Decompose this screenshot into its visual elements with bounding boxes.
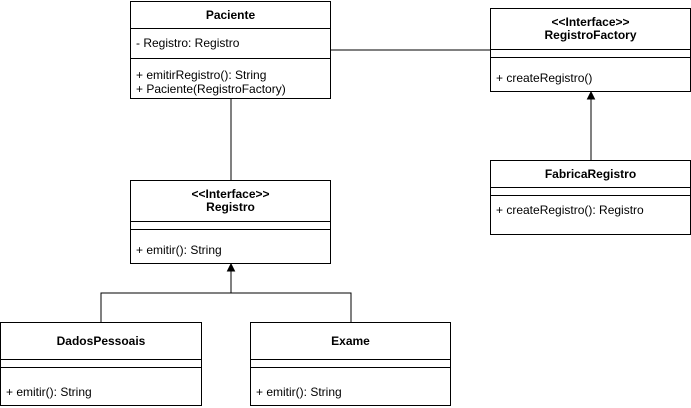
interface-registro-stereotype: <<Interface>> <box>191 187 270 201</box>
interface-registrofactory-stereotype: <<Interface>> <box>551 15 630 29</box>
interface-registro-methods: + emitir(): String <box>131 229 330 263</box>
class-fabricaregistro[interactable]: FabricaRegistro + createRegistro(): Regi… <box>490 160 691 235</box>
interface-registrofactory-attributes <box>491 49 690 57</box>
interface-registro-attributes <box>131 221 330 229</box>
class-fabricaregistro-attributes <box>491 187 690 195</box>
interface-registro-header: <<Interface>> Registro <box>131 181 330 221</box>
interface-registro[interactable]: <<Interface>> Registro + emitir(): Strin… <box>130 180 331 264</box>
method-emitir-dadospessoais: + emitir(): String <box>6 385 92 399</box>
attribute-registro: - Registro: Registro <box>136 36 240 50</box>
method-createregistro: + createRegistro() <box>496 71 593 85</box>
realization-exame-registro <box>231 292 352 322</box>
class-exame-name: Exame <box>331 333 370 348</box>
arrowhead-registro <box>226 262 236 272</box>
class-dadospessoais-name: DadosPessoais <box>56 333 146 348</box>
method-emitir-exame: + emitir(): String <box>256 385 342 399</box>
class-exame-attributes <box>251 359 450 367</box>
class-dadospessoais[interactable]: DadosPessoais + emitir(): String <box>0 322 202 406</box>
interface-registro-name: Registro <box>206 200 255 214</box>
class-dadospessoais-header: DadosPessoais <box>1 323 201 359</box>
class-fabricaregistro-header: FabricaRegistro <box>491 161 690 187</box>
class-dadospessoais-attributes <box>1 359 201 367</box>
class-dadospessoais-methods: + emitir(): String <box>1 367 201 405</box>
class-exame-methods: + emitir(): String <box>251 367 450 405</box>
class-paciente-name: Paciente <box>205 7 256 22</box>
method-emitir: + emitir(): String <box>136 243 222 257</box>
method-createregistro-registro: + createRegistro(): Registro <box>496 203 644 217</box>
interface-registrofactory[interactable]: <<Interface>> RegistroFactory + createRe… <box>490 8 691 92</box>
class-paciente[interactable]: Paciente - Registro: Registro + emitirRe… <box>130 1 331 99</box>
class-paciente-attributes: - Registro: Registro <box>131 28 330 58</box>
class-paciente-header: Paciente <box>131 2 330 28</box>
class-fabricaregistro-name: FabricaRegistro <box>544 166 637 181</box>
class-exame[interactable]: Exame + emitir(): String <box>250 322 451 406</box>
class-exame-header: Exame <box>251 323 450 359</box>
method-paciente-constructor: + Paciente(RegistroFactory) <box>136 82 286 96</box>
arrowhead-registrofactory <box>586 90 596 100</box>
interface-registrofactory-methods: + createRegistro() <box>491 57 690 91</box>
interface-registrofactory-header: <<Interface>> RegistroFactory <box>491 9 690 49</box>
method-emitirregistro: + emitirRegistro(): String <box>136 68 267 82</box>
class-paciente-methods: + emitirRegistro(): String + Paciente(Re… <box>131 58 330 98</box>
interface-registrofactory-name: RegistroFactory <box>544 28 637 42</box>
class-fabricaregistro-methods: + createRegistro(): Registro <box>491 195 690 234</box>
realization-dadospessoais-registro <box>100 292 231 322</box>
